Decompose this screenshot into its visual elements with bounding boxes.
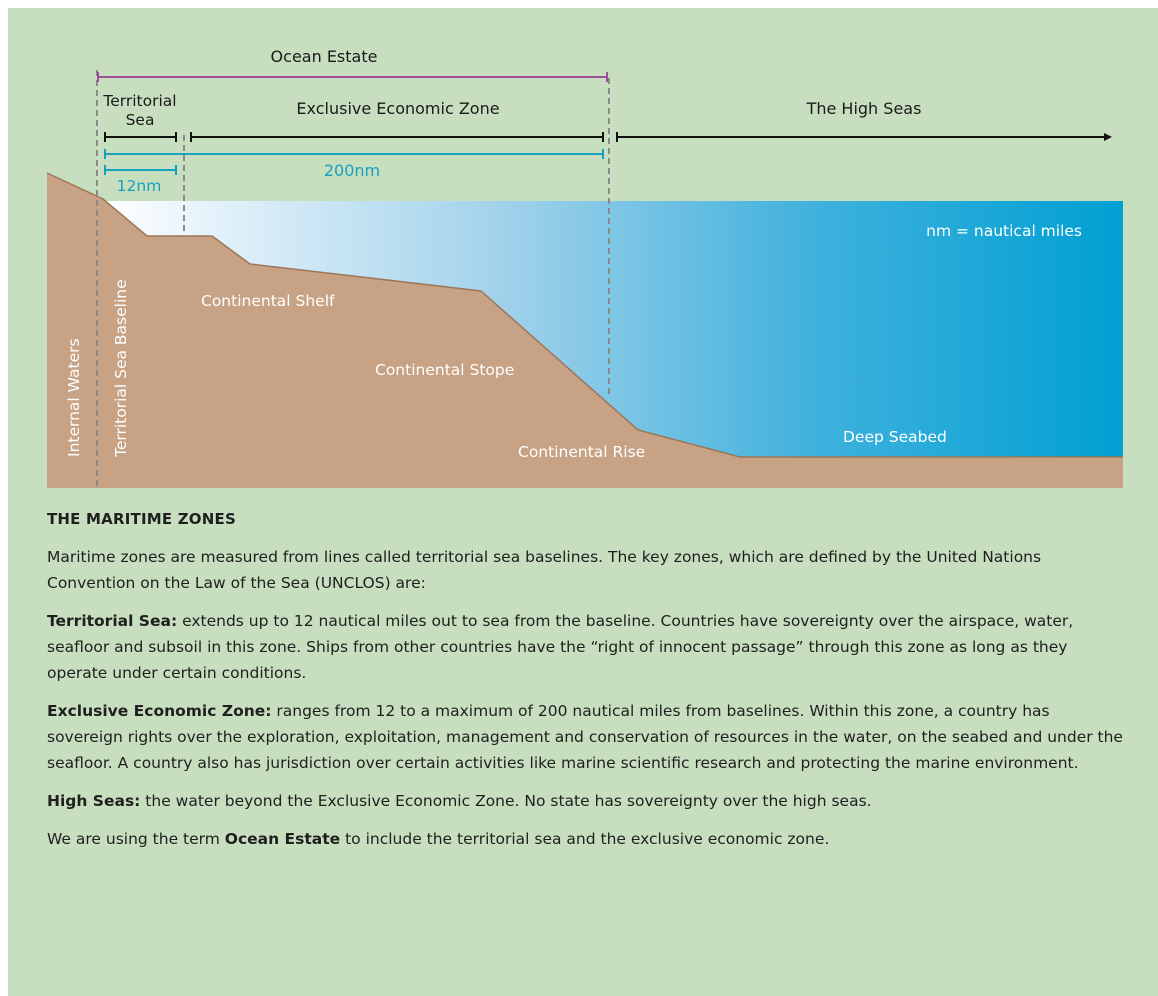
legend-nm-label: nm = nautical miles	[926, 222, 1082, 240]
high-seas-paragraph: High Seas: the water beyond the Exclusiv…	[47, 788, 1127, 814]
deep-seabed-label: Deep Seabed	[843, 428, 947, 446]
high-seas-description: the water beyond the Exclusive Economic …	[140, 792, 872, 810]
continental-shelf-label: Continental Shelf	[201, 292, 335, 310]
continental-rise-label: Continental Rise	[518, 443, 645, 461]
section-heading: THE MARITIME ZONES	[47, 510, 236, 528]
seabed-land	[47, 173, 1123, 488]
territorial-sea-label-line1: Territorial	[102, 92, 176, 110]
territorial-sea-term: Territorial Sea:	[47, 612, 178, 630]
eez-term: Exclusive Economic Zone:	[47, 702, 272, 720]
internal-waters-label: Internal Waters	[65, 338, 83, 457]
content-panel	[8, 8, 1158, 996]
ocean-estate-post: to include the territorial sea and the e…	[340, 830, 830, 848]
eez-label: Exclusive Economic Zone	[296, 99, 499, 118]
ocean-estate-label: Ocean Estate	[271, 47, 378, 66]
eez-paragraph: Exclusive Economic Zone: ranges from 12 …	[47, 698, 1127, 776]
continental-slope-label: Continental Stope	[375, 361, 514, 379]
intro-paragraph: Maritime zones are measured from lines c…	[47, 548, 1042, 592]
high-seas-term: High Seas:	[47, 792, 141, 810]
maritime-zones-diagram: Ocean Estate Territorial Sea Exclusive E…	[46, 47, 1123, 488]
diagram-svg: Ocean Estate Territorial Sea Exclusive E…	[46, 47, 1123, 488]
territorial-sea-description: extends up to 12 nautical miles out to s…	[47, 612, 1074, 682]
twelve-nm-label: 12nm	[117, 177, 162, 195]
ocean-estate-term: Ocean Estate	[224, 830, 341, 848]
territorial-sea-paragraph: Territorial Sea: extends up to 12 nautic…	[47, 608, 1127, 686]
territorial-sea-baseline-label: Territorial Sea Baseline	[112, 279, 130, 458]
two-hundred-nm-label: 200nm	[324, 161, 380, 180]
maritime-zones-text: THE MARITIME ZONES Maritime zones are me…	[47, 507, 1127, 864]
territorial-sea-label-line2: Sea	[126, 111, 155, 129]
high-seas-label: The High Seas	[806, 99, 922, 118]
eez-description: ranges from 12 to a maximum of 200 nauti…	[47, 702, 1123, 772]
ocean-estate-paragraph: We are using the term Ocean Estate to in…	[47, 826, 1127, 852]
ocean-estate-pre: We are using the term	[47, 830, 225, 848]
high-seas-arrowhead-icon	[1104, 133, 1112, 141]
seabed-edge	[46, 172, 1123, 458]
